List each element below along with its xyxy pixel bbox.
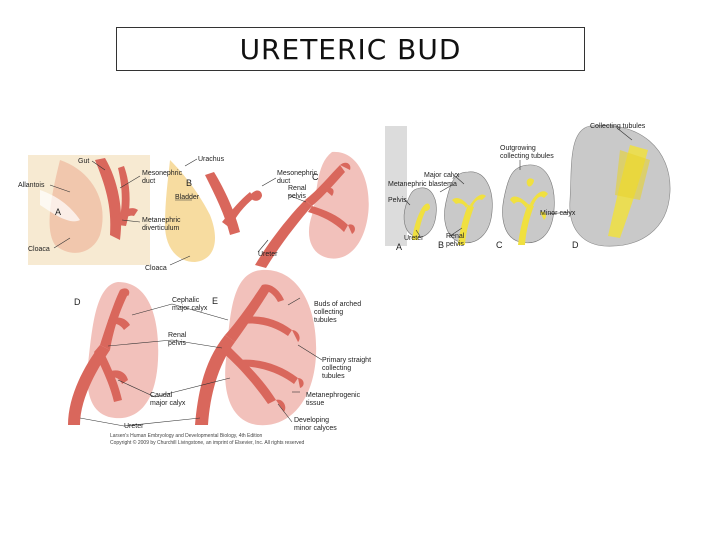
leader-lines-left [49,158,323,427]
label-collecting-tubules: Collecting tubules [590,123,646,130]
letter-a: A [55,207,61,217]
label-mesonephric-c-2: duct [277,178,290,185]
label-cloaca-b: Cloaca [145,265,167,272]
leader-lines-right [403,127,633,237]
label-ureter-c: Ureter [258,251,278,258]
label-urachus: Urachus [198,156,225,163]
label-primary-1: Primary straight [322,357,371,364]
label-developing-2: minor calyces [294,425,337,432]
label-caudal-2: major calyx [150,400,186,407]
panel-e-figure [195,269,317,426]
label-renal-pelvis-d-2: pelvis [168,340,186,347]
label-gut: Gut [78,158,89,165]
label-metanephric-2: diverticulum [142,225,180,232]
label-cloaca-a: Cloaca [28,246,50,253]
label-bladder: Bladder [175,194,200,201]
label-cephalic-1: Cephalic [172,297,200,304]
label-renal-pelvis-c-2: pelvis [288,193,306,200]
panel-b-figure [165,160,262,262]
label-renal-pelvis-c-1: Renal [288,185,307,192]
label-primary-3: tubules [322,373,345,380]
label-buds-2: collecting [314,309,343,316]
label-primary-2: collecting [322,365,351,372]
label-renal-pelvis-d-1: Renal [168,332,187,339]
label-outgrowing-2: collecting tubules [500,153,554,160]
right-letter-a: A [396,242,402,252]
label-buds-1: Buds of arched [314,301,361,308]
letter-c: C [312,172,319,182]
label-ureter-right: Ureter [404,235,424,242]
label-buds-3: tubules [314,317,337,324]
label-pelvis: Pelvis [388,197,407,204]
label-allantois: Allantois [18,182,45,189]
label-mesonephric-a-1: Mesonephric [142,170,183,177]
label-developing-1: Developing [294,417,329,424]
label-mesonephric-a-2: duct [142,178,155,185]
caption-line-1: Larsen's Human Embryology and Developmen… [110,433,263,439]
label-metanephrogenic-1: Metanephrogenic [306,392,361,399]
panel-d-figure [68,282,159,425]
label-renal-2: pelvis [446,241,464,248]
label-caudal-1: Caudal [150,392,173,399]
panel-a-figure [28,155,150,265]
letter-e: E [212,296,218,306]
label-metanephric-1: Metanephric [142,217,181,224]
right-panel-figures [385,124,671,247]
right-letter-c: C [496,240,503,250]
right-letter-b: B [438,240,444,250]
right-letter-d: D [572,240,579,250]
label-metanephrogenic-2: tissue [306,400,324,407]
label-mesonephric-c-1: Mesonephric [277,170,318,177]
caption-line-2: Copyright © 2009 by Churchill Livingston… [110,439,305,446]
label-minor-calyx: Minor calyx [540,210,576,217]
label-metanephric-blastema: Metanephric blastema [388,181,457,188]
letter-b: B [186,178,192,188]
label-outgrowing-1: Outgrowing [500,145,536,152]
label-ureter-d: Ureter [124,423,144,430]
title-box: URETERIC BUD [116,27,585,71]
label-major-calyx: Major calyx [424,172,460,179]
letter-d: D [74,297,81,307]
label-renal-1: Renal [446,233,465,240]
label-cephalic-2: major calyx [172,305,208,312]
page-title: URETERIC BUD [239,32,462,66]
panel-c-figure [255,151,369,268]
